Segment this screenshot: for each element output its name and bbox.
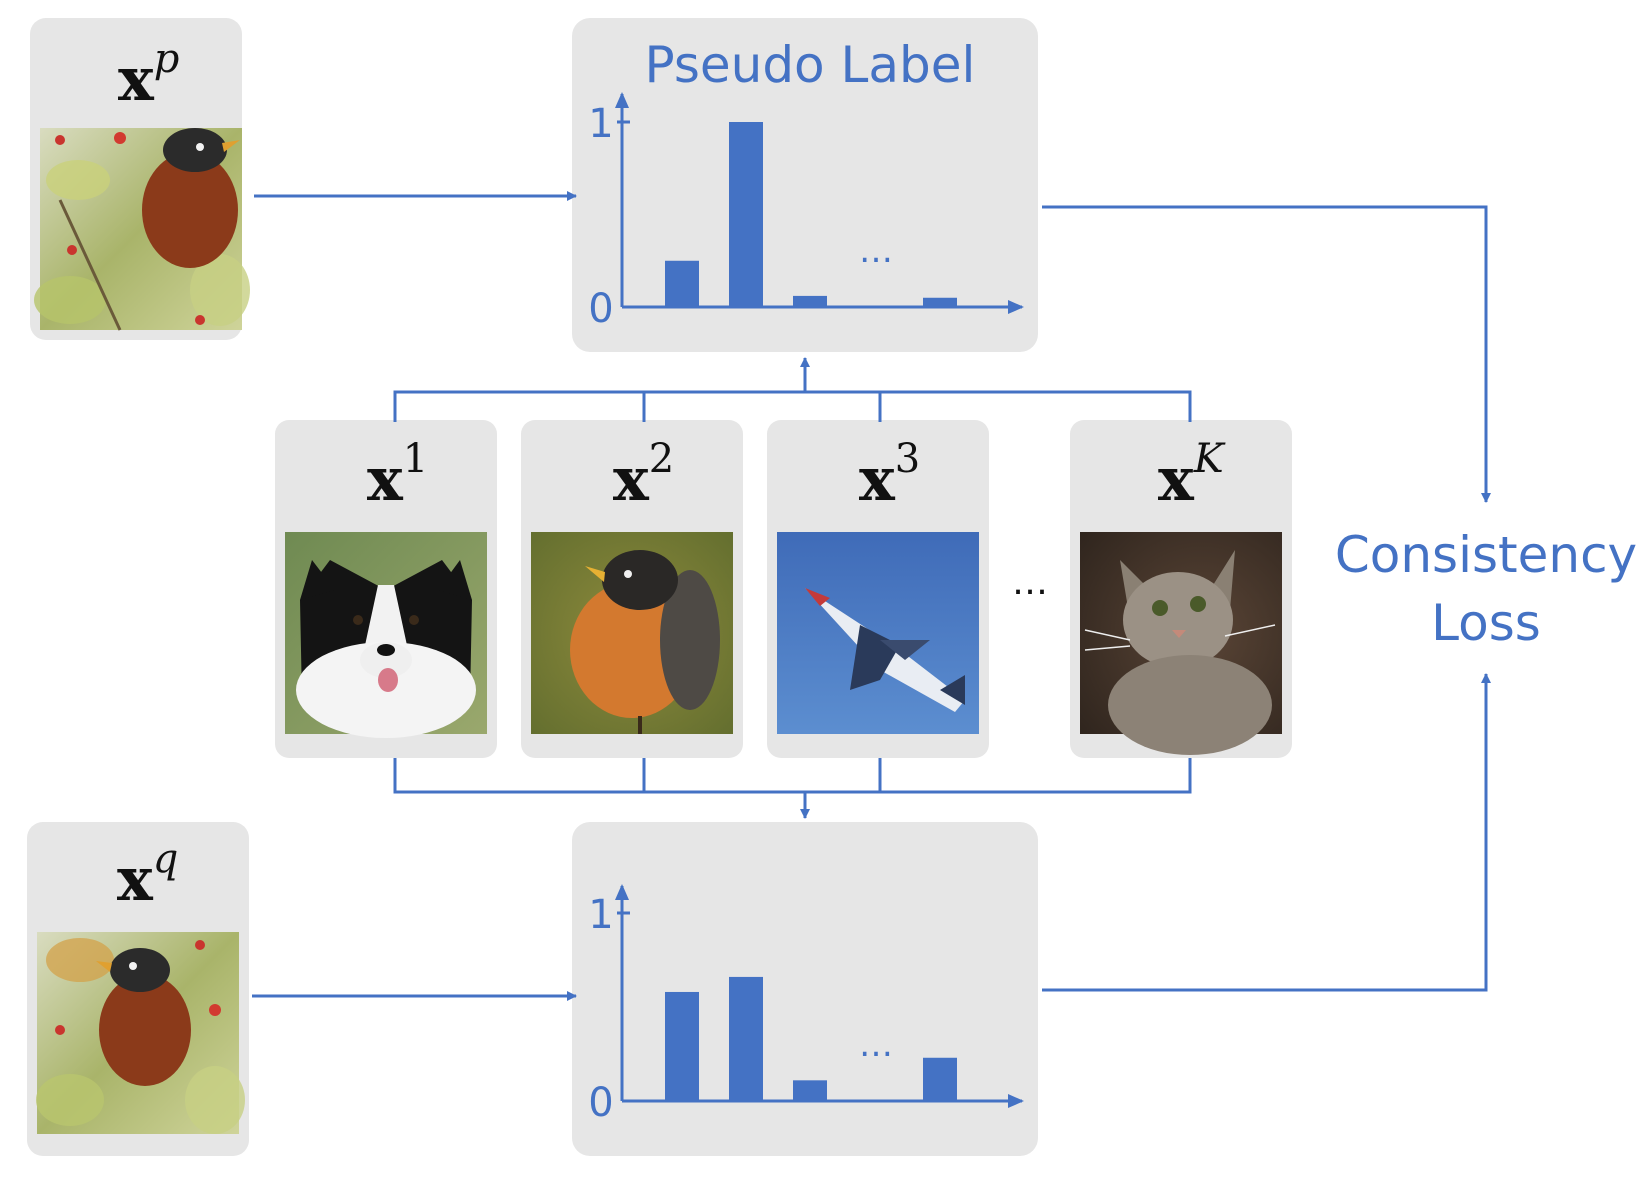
arrow-pseudo-label-to-loss <box>1042 205 1491 503</box>
symbol-x-q: xq <box>117 836 178 915</box>
chart1-bar-2 <box>729 122 763 307</box>
robin-image <box>531 532 733 734</box>
pseudo-label-chart: Pseudo Label 1 0 … <box>588 36 1024 332</box>
chart2-bar-1 <box>665 991 699 1101</box>
fighter-jet-image <box>777 532 979 734</box>
chart2-gap-marker: … <box>859 1025 893 1065</box>
symbol-x-p: xp <box>118 36 179 115</box>
chart1-bar-4 <box>923 297 957 307</box>
anchors-top-bus <box>393 390 1192 422</box>
chart1-gap-marker: … <box>859 231 893 271</box>
anchors-ellipsis: … <box>1012 562 1048 603</box>
chart2-bar-3 <box>793 1080 827 1101</box>
chart2-ytick-label-1: 1 <box>588 892 613 938</box>
symbol-x-3: x3 <box>859 436 920 515</box>
chart1-bar-1 <box>665 260 699 307</box>
anchors-bottom-bus <box>393 758 1192 794</box>
symbol-x-2: x2 <box>613 436 674 515</box>
consistency-loss-line1: Consistency <box>1335 526 1637 584</box>
border-collie-image <box>285 532 487 738</box>
prediction-chart: 1 0 … <box>588 884 1024 1126</box>
consistency-loss-line2: Loss <box>1431 594 1541 652</box>
chart1-ytick-label-0: 0 <box>588 286 613 332</box>
symbol-x-k: xK <box>1158 436 1226 515</box>
symbol-x-1: x1 <box>367 436 428 515</box>
chart1-ytick-label-1: 1 <box>588 101 613 147</box>
robin-foliage-image-q <box>36 932 245 1134</box>
consistency-loss-label: Consistency <box>1335 526 1637 584</box>
chart2-ytick-label-0: 0 <box>588 1080 613 1126</box>
tabby-cat-image <box>1080 532 1282 755</box>
robin-foliage-image-p <box>34 128 250 331</box>
prediction-panel <box>572 822 1038 1156</box>
arrow-prediction-to-loss <box>1042 673 1491 992</box>
pseudo-label-title: Pseudo Label <box>645 36 976 94</box>
chart2-bar-2 <box>729 976 763 1101</box>
chart2-bar-4 <box>923 1057 957 1101</box>
consistency-loss-label-line2: Loss <box>1431 594 1541 652</box>
chart1-bar-3 <box>793 295 827 307</box>
